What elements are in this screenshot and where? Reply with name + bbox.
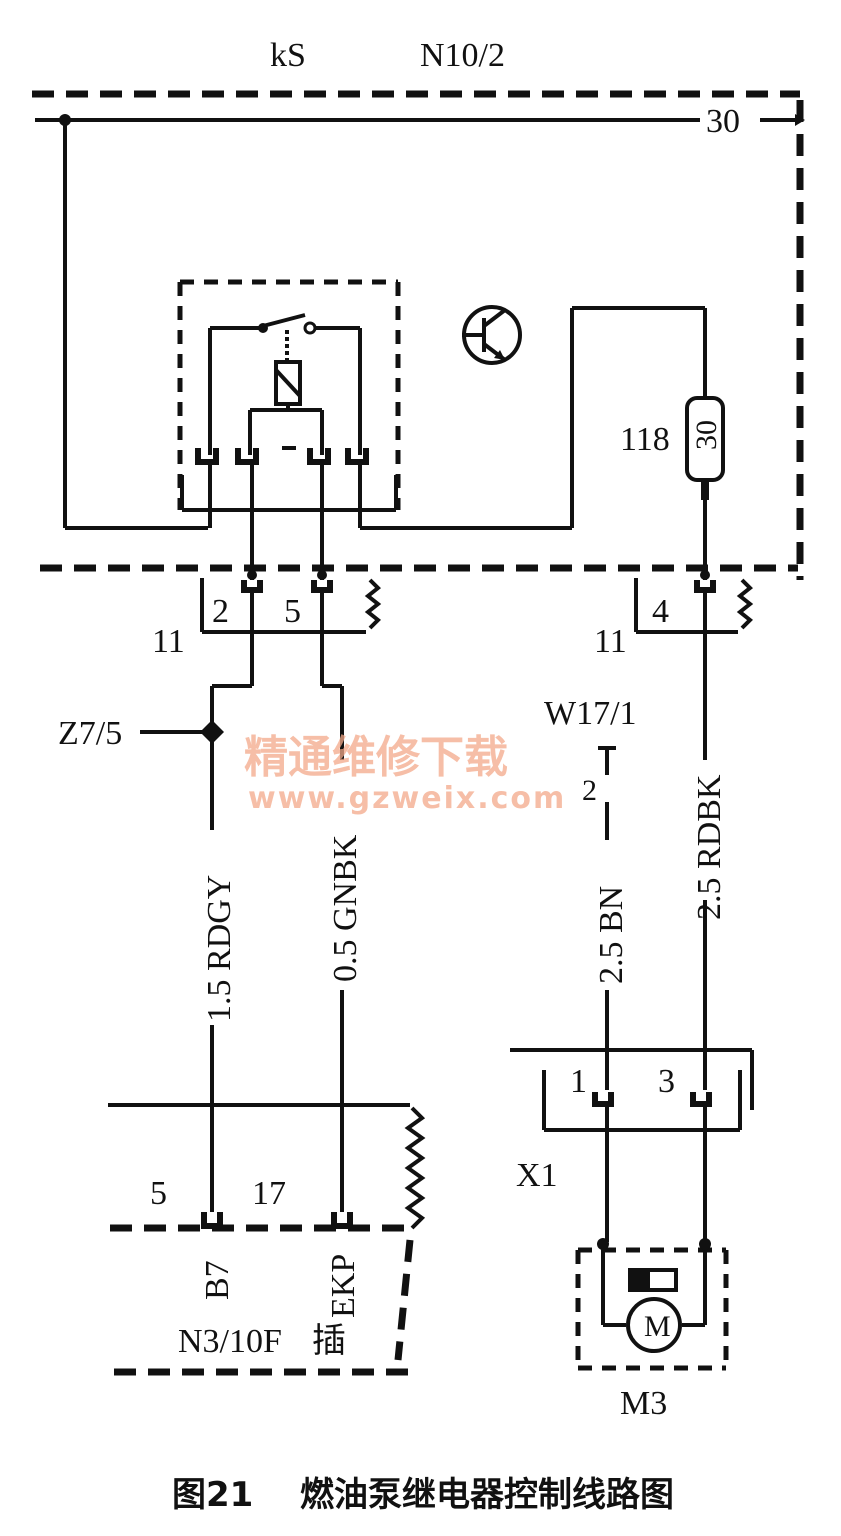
terminal-30-bus — [35, 114, 805, 530]
fuse-feed-wire — [570, 306, 707, 528]
motor-m-symbol: M — [644, 1310, 671, 1343]
label-x1: X1 — [516, 1157, 558, 1194]
label-wire-bn: 2.5 BN — [593, 886, 630, 984]
fuse-118: 30 — [685, 396, 725, 580]
label-terminal-30: 30 — [706, 103, 740, 140]
label-x1-pin-1: 1 — [570, 1063, 587, 1100]
watermark-url: www.gzweix.com — [248, 781, 566, 816]
label-ecu-b7: B7 — [199, 1260, 236, 1300]
label-connector-11-right: 11 — [594, 623, 627, 660]
connector-11-right — [634, 570, 754, 760]
label-ground-w17-1: W17/1 — [544, 695, 637, 732]
label-connector-11-left: 11 — [152, 623, 185, 660]
transistor-symbol — [462, 305, 522, 365]
label-wire-rdbk: 2.5 RDBK — [691, 774, 728, 920]
label-pin-2: 2 — [212, 593, 229, 630]
caption-figure-number: 图21 — [172, 1475, 253, 1515]
wire-rdgy — [140, 684, 252, 1212]
label-pin-4: 4 — [652, 593, 669, 630]
ecu-n3-10f — [108, 1103, 426, 1376]
connector-11-left — [200, 570, 382, 686]
label-ecu-pin-5: 5 — [150, 1175, 167, 1212]
relay-pins — [180, 448, 572, 580]
label-ecu-pin-17: 17 — [252, 1175, 286, 1212]
watermark-text: 精通维修下载 — [244, 732, 508, 783]
connector-x1 — [510, 1048, 754, 1242]
wire-bn — [598, 746, 616, 1090]
relay-outline — [177, 279, 401, 510]
label-ks: kS — [270, 37, 306, 74]
label-splice-z7-5: Z7/5 — [58, 715, 122, 752]
label-pin-5: 5 — [284, 593, 301, 630]
relay-switch — [208, 313, 362, 455]
label-ecu-plug: 插 — [312, 1322, 346, 1360]
relay-coil — [248, 360, 324, 455]
label-ecu-ekp: EKP — [325, 1254, 362, 1318]
label-module-n10-2: N10/2 — [420, 37, 505, 74]
label-motor-m3: M3 — [620, 1385, 667, 1422]
label-fuse-118: 118 — [620, 421, 670, 458]
label-ecu-n3-10f: N3/10F — [178, 1323, 282, 1360]
fuse-rating-label: 30 — [690, 420, 723, 450]
label-wire-gnbk: 0.5 GNBK — [327, 834, 364, 982]
label-x1-pin-3: 3 — [658, 1063, 675, 1100]
caption-title: 燃油泵继电器控制线路图 — [300, 1475, 674, 1515]
wire-gnbk — [322, 684, 344, 1212]
label-wire-rdgy: 1.5 RDGY — [201, 875, 238, 1022]
label-ground-pin-2: 2 — [582, 774, 597, 807]
module-n10-2-outline — [32, 90, 804, 580]
motor-m3: M — [575, 1238, 729, 1371]
